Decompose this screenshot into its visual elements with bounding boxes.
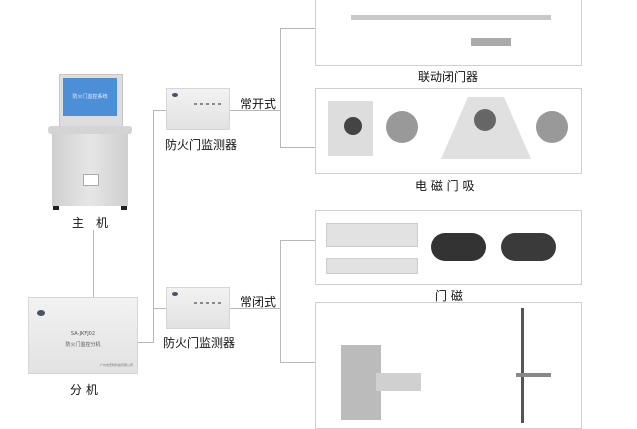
magnetic-holder-box — [315, 88, 582, 174]
mon1-out — [228, 110, 280, 111]
to-box3 — [280, 240, 315, 241]
door-contact-label: 门 磁 — [435, 289, 463, 303]
sub-unit-company: 广州市安防科技有限公司 — [99, 363, 133, 367]
door-monitor-2 — [166, 287, 230, 329]
logo-icon — [172, 93, 178, 97]
door-closer-label: 联动闭门器 — [418, 70, 479, 84]
to-box1 — [280, 28, 315, 29]
host-computer: 防火门监控系统 — [48, 74, 132, 212]
branch-monitor1 — [153, 110, 166, 111]
host-sub-line — [93, 230, 94, 297]
sub-unit-model: SA-JKFJ02 — [70, 331, 96, 337]
host-label: 主 机 — [72, 216, 109, 230]
to-box4 — [280, 362, 315, 363]
logo-icon — [172, 292, 178, 296]
door-monitor-1 — [166, 88, 230, 130]
sub-branch-v — [153, 110, 154, 343]
sub-branch-h — [137, 342, 153, 343]
sub-unit-name: 防火门监控分机 — [65, 342, 101, 348]
mon2-out — [228, 308, 280, 309]
panic-bar-box — [315, 302, 582, 429]
mode-normally-open: 常开式 — [240, 97, 277, 111]
logo-icon — [83, 174, 99, 186]
monitor-1-label: 防火门监测器 — [165, 138, 238, 152]
host-screen: 防火门监控系统 — [63, 78, 117, 116]
magnetic-holder-label: 电 磁 门 吸 — [415, 179, 475, 193]
door-closer-box — [315, 0, 582, 66]
monitor-2-label: 防火门监测器 — [163, 336, 236, 350]
mode-normally-closed: 常闭式 — [240, 295, 277, 309]
sub-unit: SA-JKFJ02 防火门监控分机 广州市安防科技有限公司 — [28, 297, 138, 374]
mon1-v — [280, 28, 281, 148]
branch-monitor2 — [153, 308, 166, 309]
to-box2 — [280, 147, 315, 148]
logo-icon — [37, 310, 45, 316]
sub-unit-label: 分 机 — [70, 383, 98, 397]
mon2-v — [280, 240, 281, 363]
door-contact-box — [315, 210, 582, 285]
